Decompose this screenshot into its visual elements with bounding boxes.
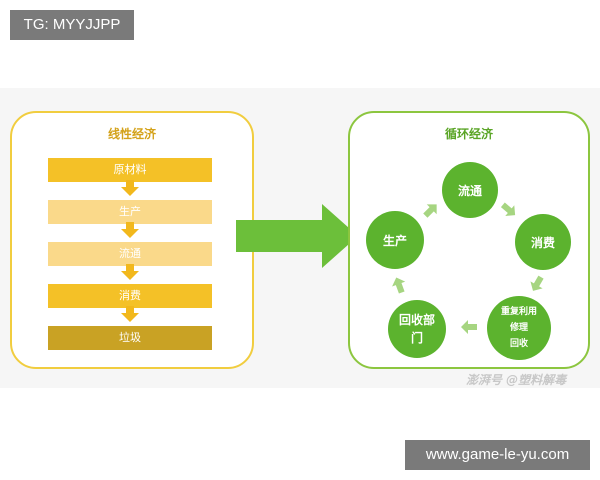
step-consumption: 消费 — [48, 284, 212, 308]
watermark-text: 澎湃号 @塑料解毒 — [466, 373, 567, 387]
node-production: 生产 — [366, 211, 424, 269]
telegram-tag: TG: MYYJJPP — [10, 10, 134, 40]
linear-economy-title: 线性经济 — [107, 127, 156, 141]
website-tag: www.game-le-yu.com — [405, 440, 590, 470]
cycle-arrow-icon — [530, 275, 544, 291]
step-circulation: 流通 — [48, 242, 212, 266]
node-reuse-repair-recycle: 重复利用 修理 回收 — [487, 296, 551, 360]
cycle-arrow-icon — [500, 202, 516, 217]
cycle-arrow-icon — [461, 320, 477, 334]
down-arrow-icon — [121, 306, 139, 322]
cycle-arrow-icon — [423, 204, 437, 218]
step-waste: 垃圾 — [48, 326, 212, 350]
circular-economy-title: 循环经济 — [444, 127, 493, 141]
down-arrow-icon — [121, 264, 139, 280]
circular-economy-panel: 循环经济 流通 消费 重复利用 修理 回收 回收部 门 生产 — [348, 111, 590, 369]
step-raw-material: 原材料 — [48, 158, 212, 182]
node-circulation: 流通 — [442, 162, 498, 218]
down-arrow-icon — [121, 222, 139, 238]
step-production: 生产 — [48, 200, 212, 224]
node-recycling-department: 回收部 门 — [388, 300, 446, 358]
node-consumption: 消费 — [515, 214, 571, 270]
linear-economy-panel: 线性经济 原材料 生产 流通 消费 垃圾 — [10, 111, 254, 369]
cycle-arrow-icon — [392, 277, 406, 294]
main-arrow-icon — [236, 204, 358, 268]
down-arrow-icon — [121, 180, 139, 196]
